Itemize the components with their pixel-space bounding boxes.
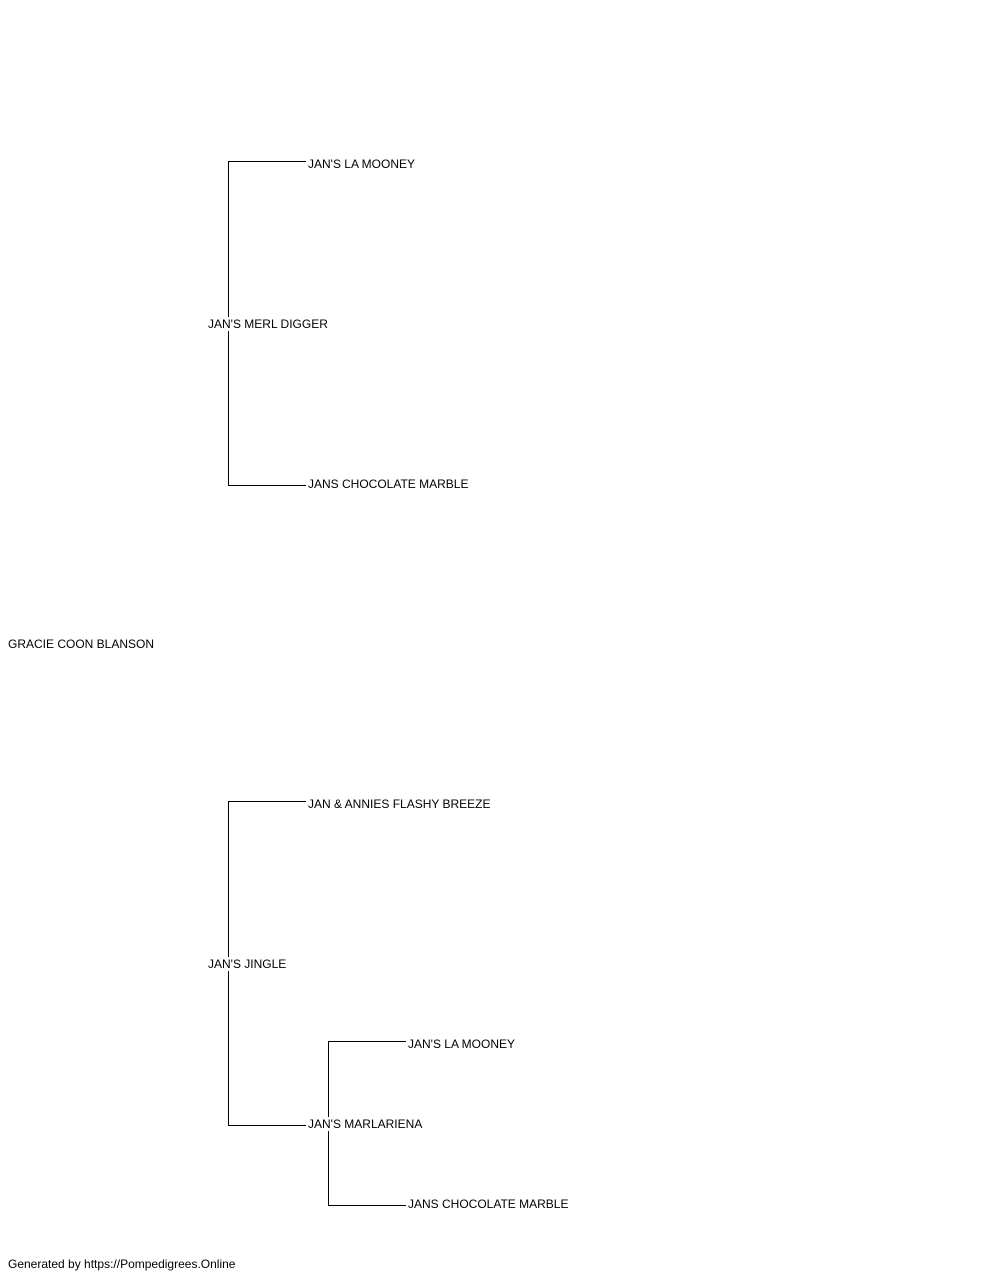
subject-name: GRACIE COON BLANSON [8,637,157,651]
dam-dam-sire-name: JAN'S LA MOONEY [408,1037,517,1051]
dam-name: JAN'S JINGLE [208,957,289,971]
dam-sire-name: JAN & ANNIES FLASHY BREEZE [308,797,493,811]
generated-by-footer: Generated by https://Pompedigrees.Online [8,1257,236,1271]
dam-dam-dam-name: JANS CHOCOLATE MARBLE [408,1197,571,1211]
sire-sire-name: JAN'S LA MOONEY [308,157,417,171]
sire-name: JAN'S MERL DIGGER [208,317,330,331]
dam-dam-name: JAN'S MARLARIENA [308,1117,425,1131]
sire-dam-name: JANS CHOCOLATE MARBLE [308,477,471,491]
